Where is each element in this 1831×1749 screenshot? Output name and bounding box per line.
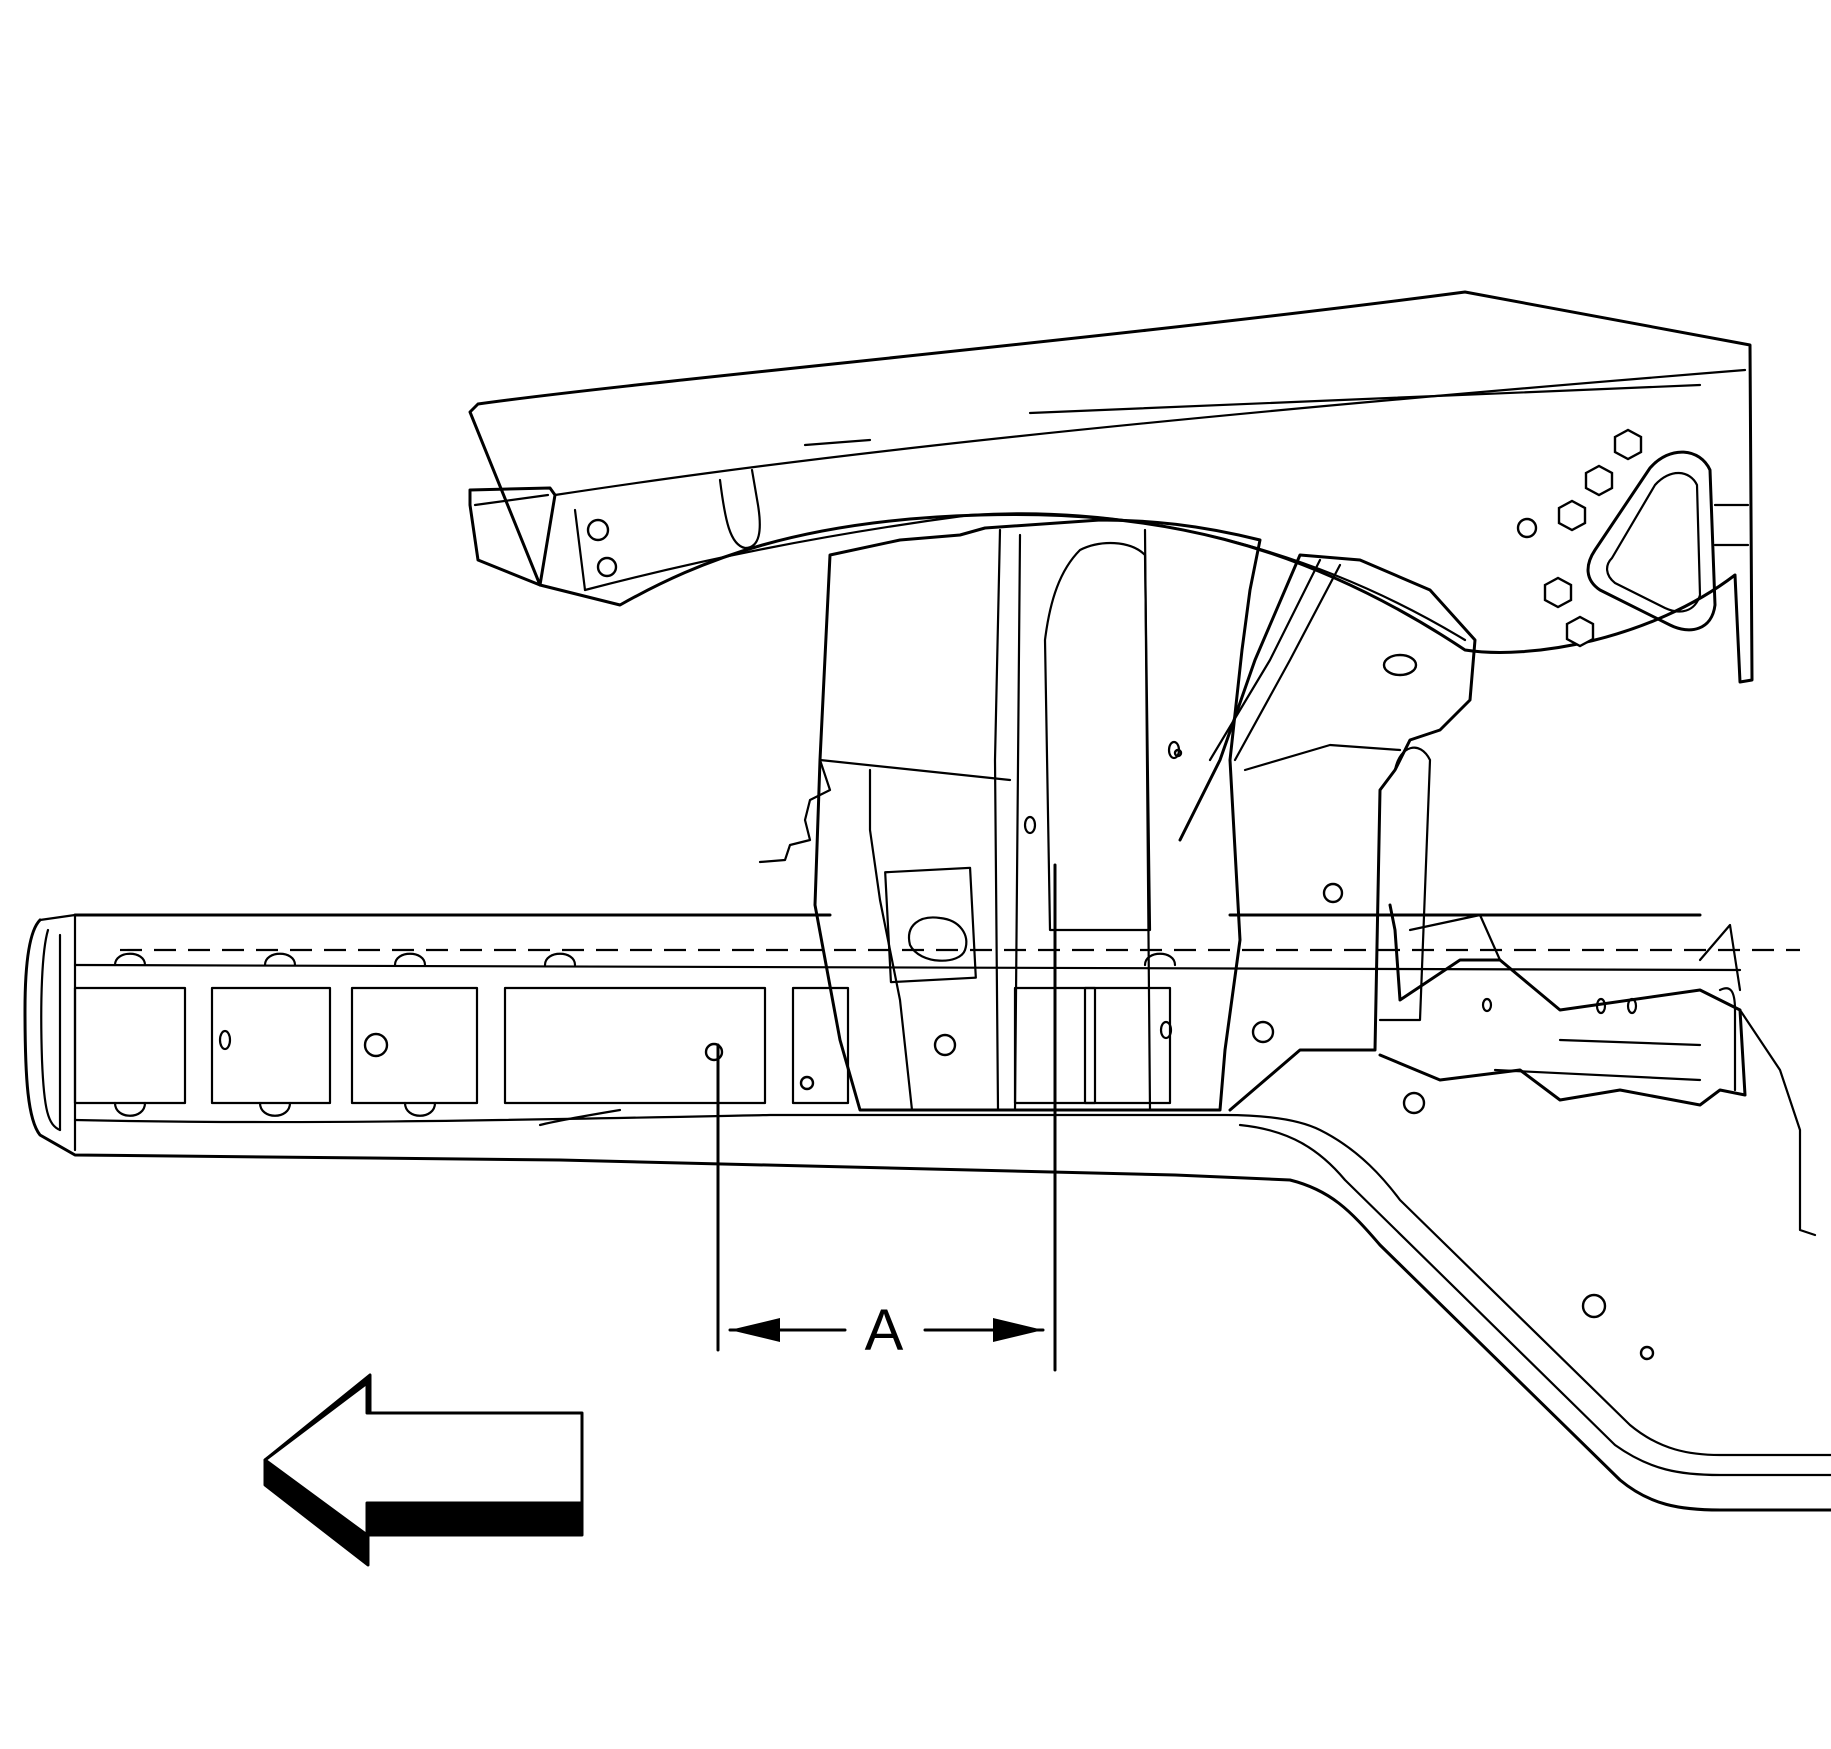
forward-direction-arrow-icon <box>263 1373 584 1567</box>
dimension-label: A <box>865 1298 904 1363</box>
dimension-a: A <box>716 863 1057 1372</box>
dimension-arrow-right-icon <box>993 1318 1043 1342</box>
dimension-arrow-left-icon <box>730 1318 780 1342</box>
upper-body-rail <box>468 290 1754 684</box>
upright-bracket-assembly <box>758 518 1477 1112</box>
main-frame-rail <box>23 903 1831 1512</box>
hex-nut-group <box>1543 428 1643 648</box>
